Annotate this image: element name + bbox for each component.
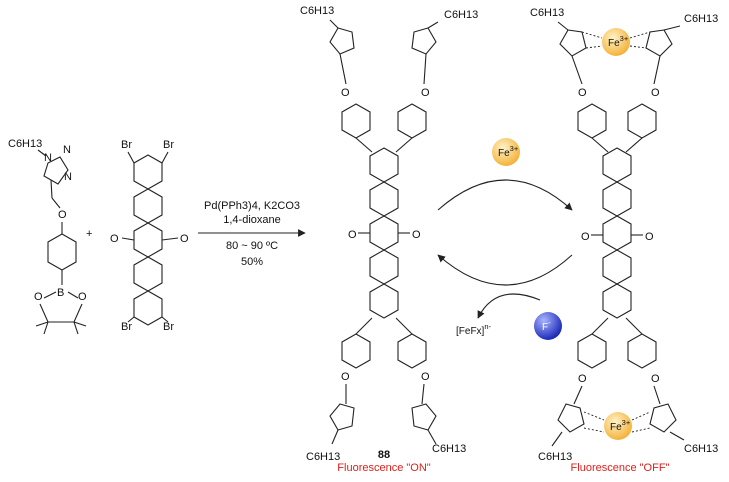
bromine-3: Br [121,321,132,333]
iron-center-bottom [604,412,632,440]
fluoride-ball [534,312,562,340]
complex-hexyl-tr: C6H13 [684,13,718,25]
iron-reagent-ball [492,138,520,166]
product-quinone-oxygen-right: O [412,229,421,241]
complex-hexyl-br: C6H13 [684,443,718,455]
product-oxygen-bl: O [341,371,350,383]
fluoride-label: F- [542,318,551,333]
reaction-conditions: Pd(PPh3)4, K2CO3 1,4-dioxane 80 ~ 90 ºC … [198,200,306,268]
product-hexyl-tl: C6H13 [300,5,334,17]
product-hexyl-bl: C6H13 [306,451,340,463]
product-oxygen-tr: O [421,87,430,99]
fluoride-removal-arrow [477,293,541,319]
bromine-1: Br [121,139,132,151]
iron-label-top: Fe3+ [608,34,629,49]
complex-oxygen-bl: O [578,373,587,385]
bromine-4: Br [163,321,174,333]
conditions-solvent: 1,4-dioxane [223,214,281,226]
boronate-oxygen-a: O [78,291,87,303]
complex-oxygen-tl: O [578,87,587,99]
triazole-n2: N [63,144,71,156]
iron-center-top [602,28,630,56]
product-hexyl-tr: C6H13 [444,9,478,21]
hexyl-label: C6H13 [8,138,42,150]
complex-hexyl-tl: C6H13 [530,7,564,19]
triazole-n3: N [64,171,72,183]
product-oxygen-br: O [421,371,430,383]
complex-quinone-oxygen-right: O [645,231,654,243]
boronate-oxygen-b: O [34,291,43,303]
byproduct-label: [FeFx]n- [456,322,492,337]
forward-arc-arrow [437,179,573,211]
fluorescence-off-label: Fluorescence "OFF" [571,462,670,474]
boron-atom: B [57,287,64,299]
iron-reagent-label: Fe3+ [498,144,519,159]
complex-quinone-oxygen-left: O [581,231,590,243]
fluorescence-on-label: Fluorescence "ON" [337,462,430,474]
bromine-2: Br [163,139,174,151]
conditions-catalyst: Pd(PPh3)4, K2CO3 [204,200,300,212]
boronate-reactant: C6H13 N N N O B O O [8,138,87,335]
conditions-yield: 50% [241,256,263,268]
plus-sign: + [86,228,92,240]
iron-label-bottom: Fe3+ [610,418,631,433]
triazole-n1: N [44,152,52,164]
conditions-temperature: 80 ~ 90 ºC [226,240,278,252]
product-quinone-oxygen-left: O [348,229,357,241]
compound-number: 88 [378,449,390,461]
quinone-oxygen-left: O [110,233,119,245]
quinone-oxygen-right: O [180,233,189,245]
product-oxygen-tl: O [341,87,350,99]
complex-hexyl-bl: C6H13 [538,451,572,463]
reverse-arc-arrow [437,254,573,286]
complex-oxygen-br: O [651,373,660,385]
complex-oxygen-tr: O [651,87,660,99]
switching-cycle: Fe3+ F- [FeFx]n- [437,138,573,340]
tetrabromo-reactant: Br Br Br Br O O [110,139,189,333]
product-88: C6H13 C6H13 O O O O O O [300,5,478,474]
ether-oxygen: O [58,209,67,221]
iron-complex: C6H13 C6H13 Fe3+ O O O O [530,7,718,474]
product-hexyl-br: C6H13 [432,443,466,455]
